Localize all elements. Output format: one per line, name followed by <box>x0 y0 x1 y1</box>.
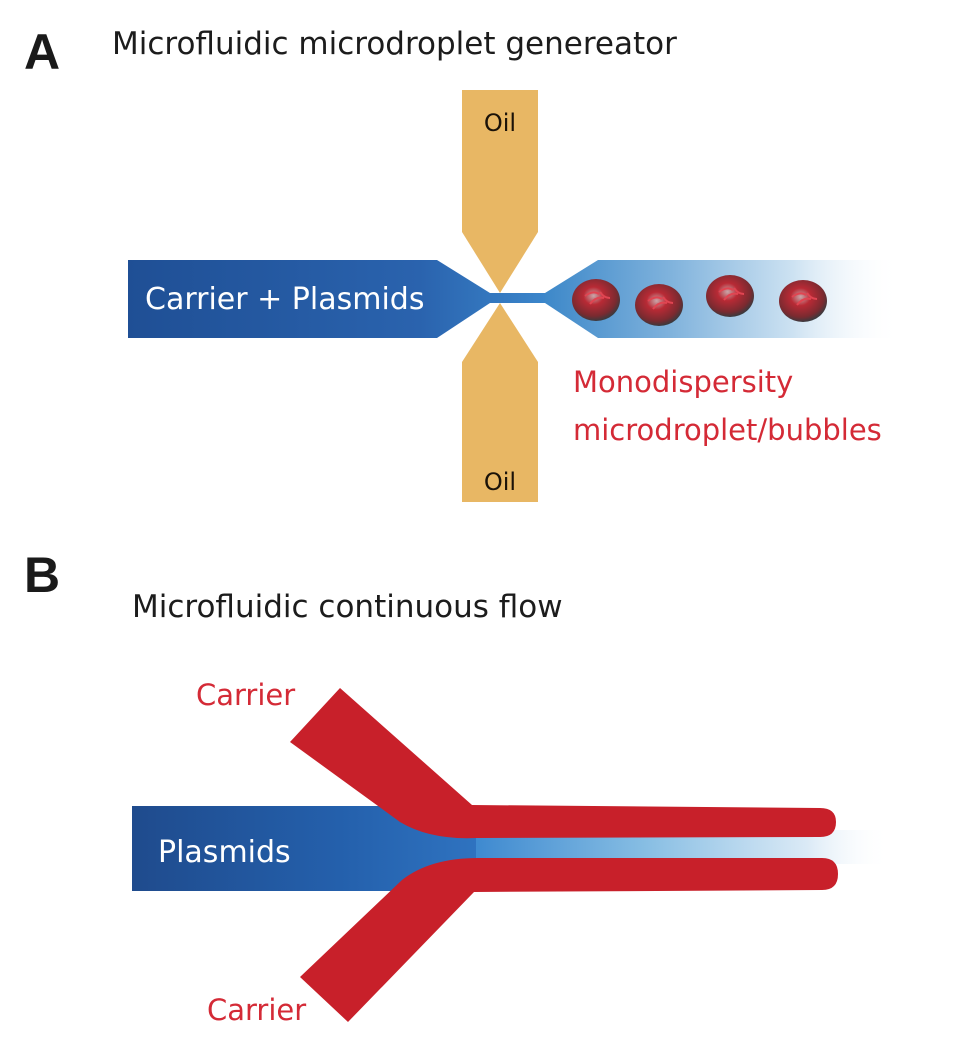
panel-a-letter: A <box>24 24 60 80</box>
inlet-channel-label: Carrier + Plasmids <box>145 282 424 317</box>
droplets <box>572 275 827 326</box>
panel-b-title: Microfluidic continuous flow <box>132 589 563 625</box>
oil-channel-bottom <box>462 303 538 502</box>
panel-a-title: Microfluidic microdroplet genereator <box>112 26 677 62</box>
carrier-channel-top <box>290 688 836 839</box>
output-label-line1: Monodispersity <box>573 365 793 399</box>
plasmids-label: Plasmids <box>158 835 291 870</box>
droplet <box>779 280 827 322</box>
oil-bottom-label: Oil <box>484 468 516 496</box>
droplet <box>635 284 683 326</box>
carrier-bottom-label: Carrier <box>207 993 306 1027</box>
oil-top-label: Oil <box>484 109 516 137</box>
inlet-channel <box>128 260 545 338</box>
carrier-channel-bottom <box>300 858 838 1022</box>
output-label-line2: microdroplet/bubbles <box>573 413 882 447</box>
droplet <box>706 275 754 317</box>
oil-channel-top <box>462 90 538 293</box>
carrier-top-label: Carrier <box>196 678 295 712</box>
droplet <box>572 279 620 321</box>
panel-b-letter: B <box>24 547 60 603</box>
